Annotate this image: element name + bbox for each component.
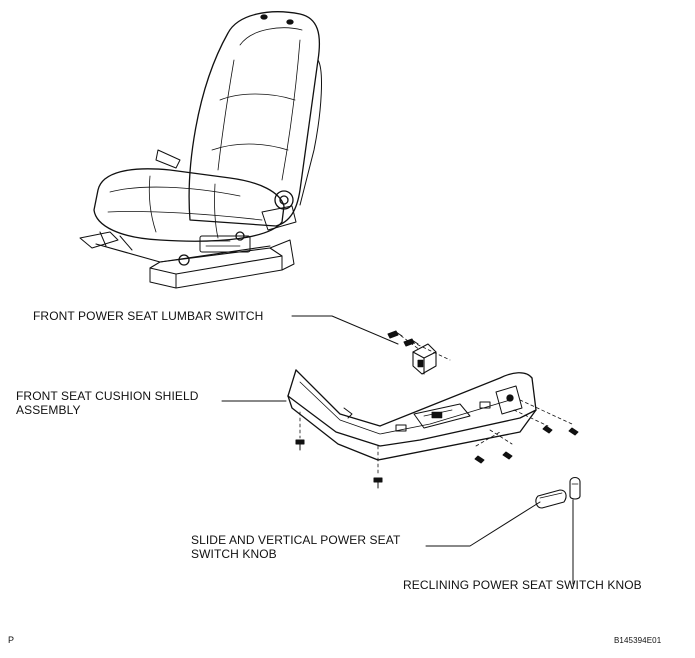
corner-mark: P [8,635,15,645]
screw-icon [502,451,513,460]
seat-illustration [79,11,322,289]
screw-icon [542,425,553,434]
installation-guide-lines [299,399,573,477]
screw-icon [474,455,485,464]
reclining-knob-part [569,476,581,500]
screw-icon [568,427,579,436]
figure-code: B145394E01 [614,636,662,645]
cushion-shield-label: FRONT SEAT CUSHION SHIELD ASSEMBLY [16,389,199,417]
screw-icon [387,330,403,339]
clip-icon [295,439,305,451]
lumbar-switch-part [395,331,451,375]
slide-vertical-knob-label: SLIDE AND VERTICAL POWER SEAT SWITCH KNO… [191,533,401,561]
cushion-shield-part [287,369,537,461]
reclining-knob-label: RECLINING POWER SEAT SWITCH KNOB [403,578,642,592]
screw-icon [403,338,419,347]
slide-vertical-knob-part [535,489,567,509]
clip-icon [373,477,383,489]
lumbar-switch-label: FRONT POWER SEAT LUMBAR SWITCH [33,309,264,323]
leader-lines [221,315,574,585]
